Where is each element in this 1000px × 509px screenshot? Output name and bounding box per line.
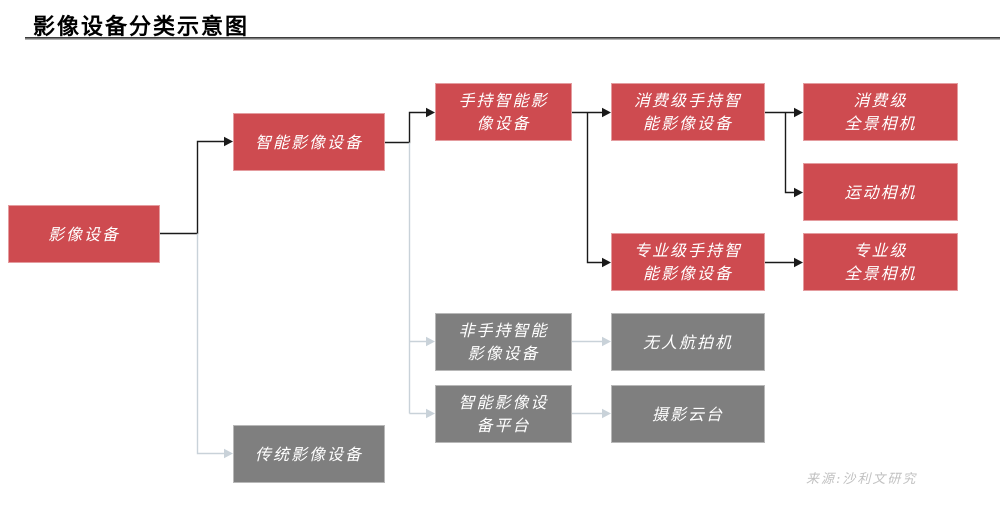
node-label: 专业级 [853,241,908,260]
node-label: 无人航拍机 [642,332,733,352]
node-label: 能影像设备 [642,114,733,133]
page-title: 影像设备分类示意图 [33,14,250,40]
node-action-camera: 运动相机 [803,163,958,221]
node-camera-gimbal: 摄影云台 [611,385,765,443]
node-label: 传统影像设备 [254,444,363,464]
node-non-handheld-smart: 非手持智能 影像设备 [435,313,572,371]
node-consumer-panoramic: 消费级 全景相机 [803,83,958,141]
node-label: 像设备 [476,114,531,133]
node-smart-imaging: 智能影像设备 [233,113,385,171]
title-underline [25,37,1000,40]
node-label: 影像设备 [47,224,120,244]
node-professional-panoramic: 专业级 全景相机 [803,233,958,291]
node-label: 摄影云台 [651,404,724,424]
node-consumer-handheld: 消费级手持智 能影像设备 [611,83,765,141]
node-label: 运动相机 [844,182,917,202]
node-label: 全景相机 [844,114,917,133]
node-label: 影像设备 [467,344,540,363]
node-professional-handheld: 专业级手持智 能影像设备 [611,233,765,291]
node-label: 备平台 [476,416,531,435]
node-traditional-imaging: 传统影像设备 [233,425,385,483]
node-label: 智能影像设 [458,393,549,412]
node-root: 影像设备 [8,205,160,263]
node-label: 智能影像设备 [254,132,363,152]
node-smart-platform: 智能影像设 备平台 [435,385,572,443]
source-note: 来源:沙利文研究 [806,472,918,487]
node-aerial-drone: 无人航拍机 [611,313,765,371]
node-label: 能影像设备 [642,264,733,283]
node-label: 手持智能影 [458,91,549,110]
node-label: 全景相机 [844,264,917,283]
node-label: 消费级 [853,91,908,110]
node-label: 非手持智能 [458,321,549,340]
node-handheld-smart: 手持智能影 像设备 [435,83,572,141]
node-label: 消费级手持智 [633,91,742,110]
node-label: 专业级手持智 [633,241,742,260]
